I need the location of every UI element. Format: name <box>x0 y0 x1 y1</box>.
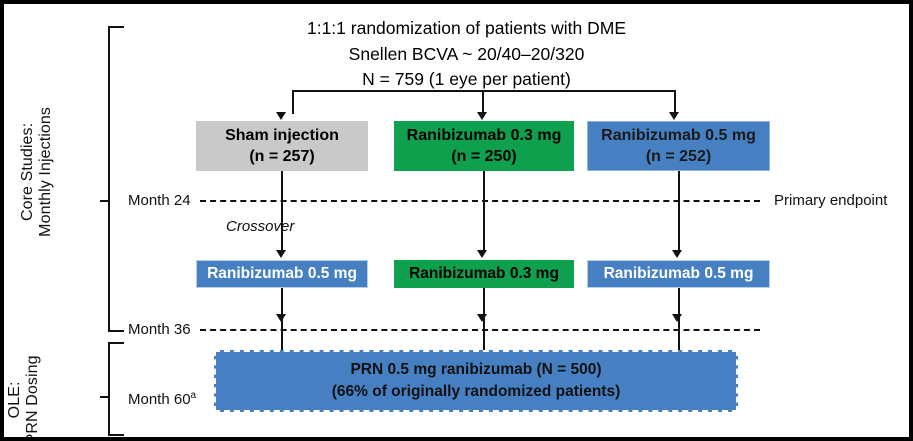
ole-label-line1: OLE: <box>6 381 24 419</box>
connector-to-ranibizumab-03 <box>482 90 484 114</box>
ole-label-line2: PRN Dosing <box>24 355 41 441</box>
connector-sham-to-crossover <box>281 171 283 252</box>
arm-label-ranibizumab-03: Ranibizumab 0.3 mg <box>406 126 562 144</box>
arm-box-sham-crossover-ranibizumab-05[interactable]: Ranibizumab 0.5 mg <box>196 260 368 288</box>
month-60-footnote-marker: a <box>190 390 197 401</box>
header-line-bcva: Snellen BCVA ~ 20/40–20/320 <box>348 43 585 64</box>
arrowhead-to-sham <box>276 112 286 120</box>
arm-label-sham-crossover: Ranibizumab 0.5 mg <box>207 265 357 283</box>
arm-label-row2-ranibizumab-03: Ranibizumab 0.3 mg <box>409 265 559 283</box>
bracket-tick-core <box>100 200 109 202</box>
section-label-core-studies: Core Studies: Monthly Injections <box>19 57 55 287</box>
connector-to-sham <box>292 90 294 114</box>
timeline-month-60-label: Month 60a <box>128 390 196 408</box>
arm-box-sham-injection[interactable]: Sham injection (n = 257) <box>196 121 368 171</box>
arm-box-row2-ranibizumab-03[interactable]: Ranibizumab 0.3 mg <box>394 260 574 288</box>
arrowhead-ole-ranibizumab-05 <box>672 314 682 322</box>
timeline-month-36-label: Month 36 <box>128 321 191 338</box>
arrowhead-to-ranibizumab-05 <box>669 112 679 120</box>
core-label-line2: Monthly Injections <box>37 106 54 237</box>
arm-label-ranibizumab-05: Ranibizumab 0.5 mg <box>601 126 756 144</box>
arm-box-ranibizumab-05[interactable]: Ranibizumab 0.5 mg (n = 252) <box>587 121 770 171</box>
ole-prn-line2: (66% of originally randomized patients) <box>331 383 621 400</box>
arm-count-sham: (n = 257) <box>249 148 315 165</box>
timeline-month-24-label: Month 24 <box>128 192 191 209</box>
bracket-core-studies <box>108 26 124 332</box>
connector-ranibizumab-03-continued <box>483 171 485 252</box>
arm-label-sham: Sham injection <box>225 126 339 144</box>
diagram-header: 1:1:1 randomization of patients with DME… <box>189 16 744 93</box>
primary-endpoint-label: Primary endpoint <box>774 192 888 209</box>
section-label-ole: OLE: PRN Dosing <box>6 320 42 441</box>
bracket-ole <box>108 342 124 436</box>
timeline-month-36-line <box>200 329 760 331</box>
ole-prn-line1: PRN 0.5 mg ranibizumab (N = 500) <box>350 361 602 378</box>
ole-prn-box[interactable]: PRN 0.5 mg ranibizumab (N = 500) (66% of… <box>214 350 738 412</box>
arm-count-ranibizumab-05: (n = 252) <box>645 148 712 165</box>
timeline-month-24-line <box>200 200 760 202</box>
connector-to-ranibizumab-05 <box>674 90 676 114</box>
header-line-randomization: 1:1:1 randomization of patients with DME <box>306 18 627 38</box>
connector-ranibizumab-05-continued <box>678 171 680 252</box>
arm-count-ranibizumab-03: (n = 250) <box>451 148 517 165</box>
arrowhead-ole-sham <box>276 314 286 322</box>
arrowhead-row2-sham <box>276 250 286 258</box>
bracket-tick-ole <box>100 396 109 398</box>
arm-box-row2-ranibizumab-05[interactable]: Ranibizumab 0.5 mg <box>587 260 770 288</box>
arm-label-row2-ranibizumab-05: Ranibizumab 0.5 mg <box>603 265 754 283</box>
month-60-text: Month 60 <box>128 391 191 408</box>
arrowhead-ole-ranibizumab-03 <box>477 314 487 322</box>
core-label-line1: Core Studies: <box>19 122 37 222</box>
arrowhead-to-ranibizumab-03 <box>477 112 487 120</box>
crossover-annotation: Crossover <box>226 218 295 235</box>
arrowhead-row2-ranibizumab-05 <box>672 250 682 258</box>
arm-box-ranibizumab-03[interactable]: Ranibizumab 0.3 mg (n = 250) <box>394 121 574 171</box>
arrowhead-row2-ranibizumab-03 <box>477 250 487 258</box>
header-line-n: N = 759 (1 eye per patient) <box>362 69 571 90</box>
